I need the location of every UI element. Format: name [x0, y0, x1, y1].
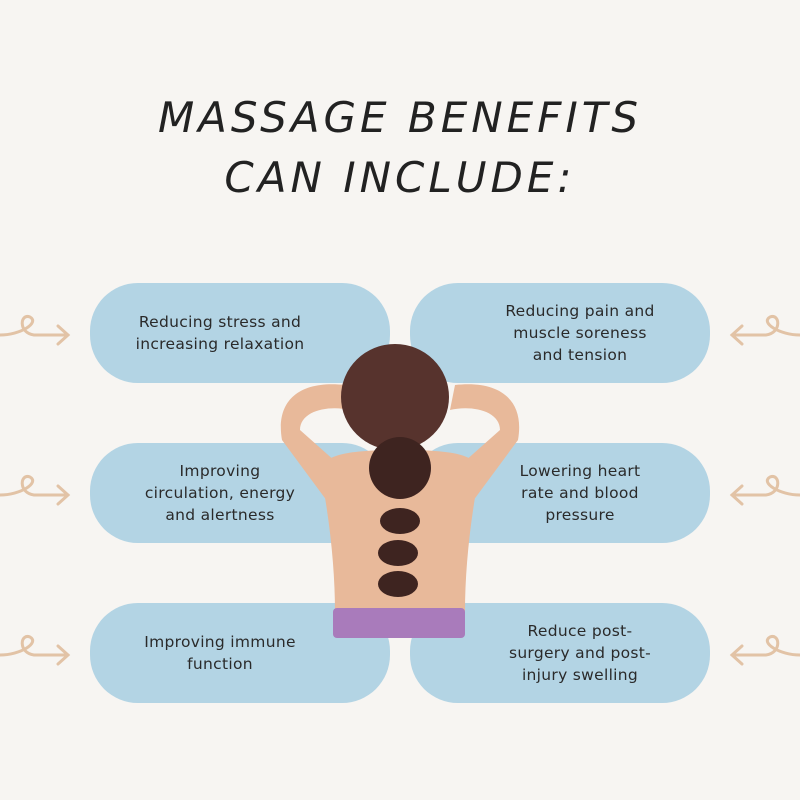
benefit-text: Reduce post- surgery and post- injury sw… [508, 622, 652, 684]
curly-arrow-left-icon [729, 635, 800, 666]
towel [333, 608, 465, 638]
hot-stone-icon [378, 571, 418, 597]
benefit-text: Lowering heart rate and blood pressure [519, 462, 641, 524]
title-line-2: CAN INCLUDE: [224, 153, 576, 202]
benefit-text: Improving circulation, energy and alertn… [144, 462, 296, 524]
benefit-text: Reducing pain and muscle soreness and te… [505, 302, 655, 364]
curly-arrow-left-icon [729, 475, 800, 506]
head-hair [341, 344, 449, 450]
title-line-1: MASSAGE BENEFITS [157, 93, 643, 142]
curly-arrow-left-icon [729, 315, 800, 346]
curly-arrow-right-icon [0, 475, 71, 506]
page-title: MASSAGE BENEFITS CAN INCLUDE: [0, 88, 800, 208]
benefit-box: Reducing stress and increasing relaxatio… [90, 283, 390, 383]
benefit-text: Reducing stress and increasing relaxatio… [135, 313, 305, 353]
benefit-text: Improving immune function [144, 633, 296, 673]
hot-stone-icon [380, 508, 420, 534]
benefit-box: Reducing pain and muscle soreness and te… [410, 283, 710, 383]
curly-arrow-right-icon [0, 315, 71, 346]
hot-stone-icon [378, 540, 418, 566]
curly-arrow-right-icon [0, 635, 71, 666]
hair-bun [369, 437, 431, 499]
